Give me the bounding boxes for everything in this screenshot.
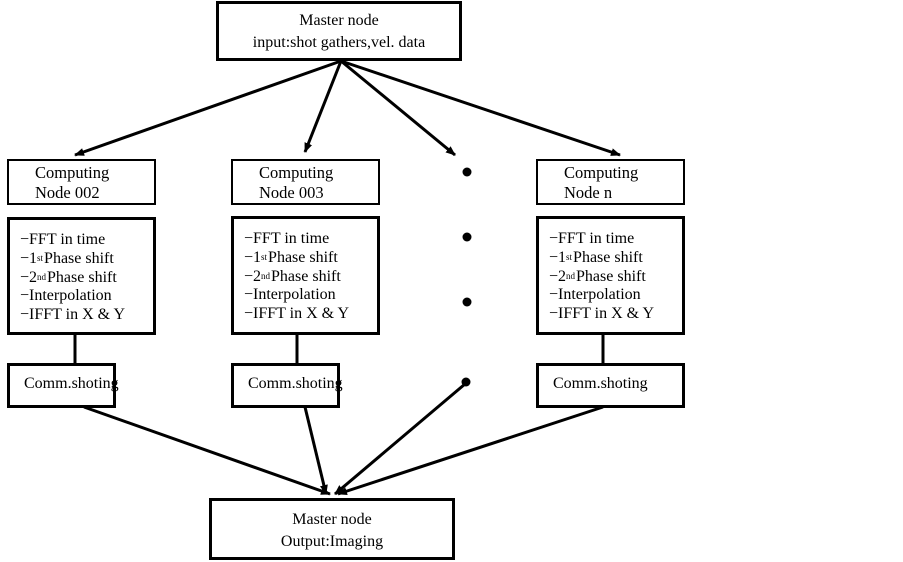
ellipsis-dot: [462, 167, 472, 177]
comm-label: Comm.shoting: [24, 375, 119, 392]
node-label: Computing: [35, 163, 110, 182]
step: −2ndPhase shift: [244, 267, 341, 285]
comm-shoting-003: Comm.shoting: [231, 363, 343, 408]
steps-box-002: −FFT in time −1stPhase shift −2ndPhase s…: [7, 217, 156, 335]
master-output-desc: Output:Imaging: [280, 533, 384, 550]
node-id: Node n: [564, 183, 613, 202]
ellipsis-dot: [462, 232, 472, 242]
ellipsis-dot: [461, 377, 471, 387]
node-label: Computing: [564, 163, 639, 182]
steps-box-n: −FFT in time −1stPhase shift −2ndPhase s…: [536, 216, 685, 335]
step: −IFFT in X & Y: [244, 305, 350, 323]
steps-box-003: −FFT in time −1stPhase shift −2ndPhase s…: [231, 216, 380, 335]
arrow-from-ellipsis: [334, 382, 466, 496]
step: −IFFT in X & Y: [20, 306, 126, 324]
computing-node-003: Computing Node 003: [231, 159, 380, 205]
step: −Interpolation: [20, 287, 112, 305]
step: −1stPhase shift: [20, 249, 114, 267]
step: −Interpolation: [549, 286, 641, 304]
arrow-from-n: [337, 405, 604, 496]
step: −IFFT in X & Y: [549, 305, 655, 323]
step: −2ndPhase shift: [20, 268, 117, 286]
master-input-node: Master node input:shot gathers,vel. data: [216, 1, 462, 61]
node-id: Node 002: [35, 183, 100, 202]
node-id: Node 003: [259, 183, 324, 202]
computing-node-002: Computing Node 002: [7, 159, 156, 205]
comm-label: Comm.shoting: [248, 375, 343, 392]
step: −2ndPhase shift: [549, 267, 646, 285]
step: −1stPhase shift: [549, 248, 643, 266]
master-output-title: Master node: [292, 511, 372, 528]
comm-label: Comm.shoting: [553, 375, 648, 392]
ellipsis-dot: [462, 297, 472, 307]
comm-shoting-002: Comm.shoting: [7, 363, 119, 408]
master-output-node: Master node Output:Imaging: [209, 498, 455, 560]
master-input-desc: input:shot gathers,vel. data: [252, 34, 426, 51]
arrow-from-003: [303, 406, 328, 495]
arrow-to-ellipsis: [340, 59, 456, 157]
arrow-to-node-003: [303, 60, 343, 153]
arrow-to-node-002: [74, 59, 342, 157]
arrow-from-002: [83, 405, 331, 496]
arrow-to-node-n: [340, 59, 621, 157]
step: −FFT in time: [20, 231, 106, 248]
node-label: Computing: [259, 163, 334, 182]
computing-node-n: Computing Node n: [536, 159, 685, 205]
step: −Interpolation: [244, 286, 336, 304]
step: −1stPhase shift: [244, 248, 338, 266]
comm-shoting-n: Comm.shoting: [536, 363, 685, 408]
step: −FFT in time: [549, 230, 635, 247]
step: −FFT in time: [244, 230, 330, 247]
master-input-title: Master node: [299, 12, 379, 29]
